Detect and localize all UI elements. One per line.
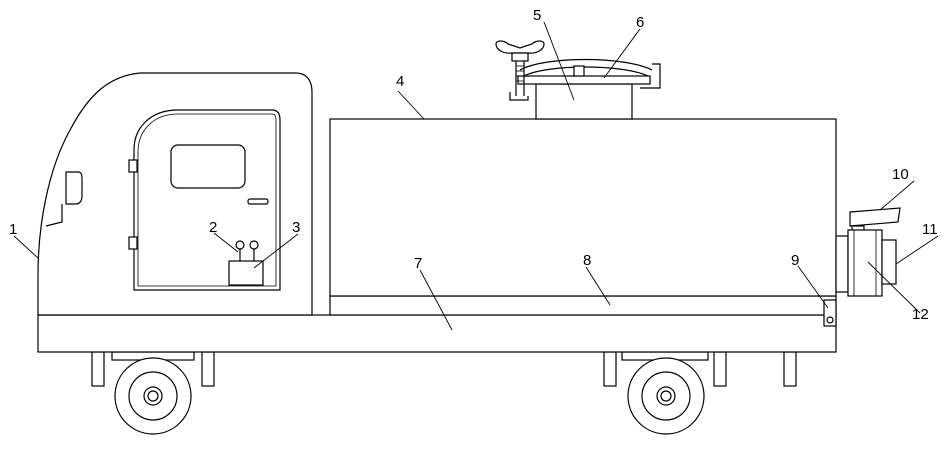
- hatch-cover-arc-inner: [523, 66, 649, 77]
- callout-11: 11: [922, 221, 938, 238]
- callout-8: 8: [583, 252, 591, 269]
- outlet-flange: [835, 229, 883, 297]
- callout-5: 5: [533, 7, 541, 24]
- callout-7: 7: [414, 255, 422, 272]
- hatch-clamp-frame: [509, 63, 661, 101]
- hatch-cover-arc: [519, 58, 653, 71]
- callout-12: 12: [912, 306, 929, 323]
- callout-4: 4: [396, 73, 404, 90]
- cab-door: [133, 109, 281, 291]
- door-hinge-lower: [128, 236, 138, 250]
- door-window: [170, 144, 246, 189]
- door-handle: [247, 198, 269, 205]
- door-hinge-upper: [128, 159, 138, 173]
- wing-nut: [495, 40, 545, 96]
- cab-bumper-line: [45, 204, 63, 227]
- cab-door-inner: [137, 113, 277, 287]
- tank-base-plate: [329, 295, 837, 316]
- outlet-pipe: [881, 239, 897, 285]
- cab-body: [37, 72, 313, 316]
- rear-wheel: [627, 357, 705, 435]
- callout-9: 9: [791, 252, 799, 269]
- callout-6: 6: [636, 14, 644, 31]
- callout-10: 10: [892, 166, 909, 183]
- callout-labels: 1 2 3 4 5 6 7 8 9 10 11 12: [9, 7, 938, 323]
- tank-body: [329, 118, 837, 297]
- leader-lines: [13, 21, 939, 331]
- chassis-frame: [37, 314, 837, 353]
- outlet-valve-handle: [849, 207, 901, 233]
- control-levers: [235, 240, 259, 261]
- callout-3: 3: [292, 219, 300, 236]
- front-wheel: [114, 357, 192, 435]
- cab-headlamp: [65, 171, 83, 205]
- hatch-lid: [517, 75, 651, 85]
- hatch-hinge: [573, 65, 585, 77]
- rear-bracket: [823, 299, 837, 327]
- hatch-neck: [535, 83, 633, 120]
- callout-2: 2: [209, 219, 217, 236]
- callout-1: 1: [9, 221, 17, 238]
